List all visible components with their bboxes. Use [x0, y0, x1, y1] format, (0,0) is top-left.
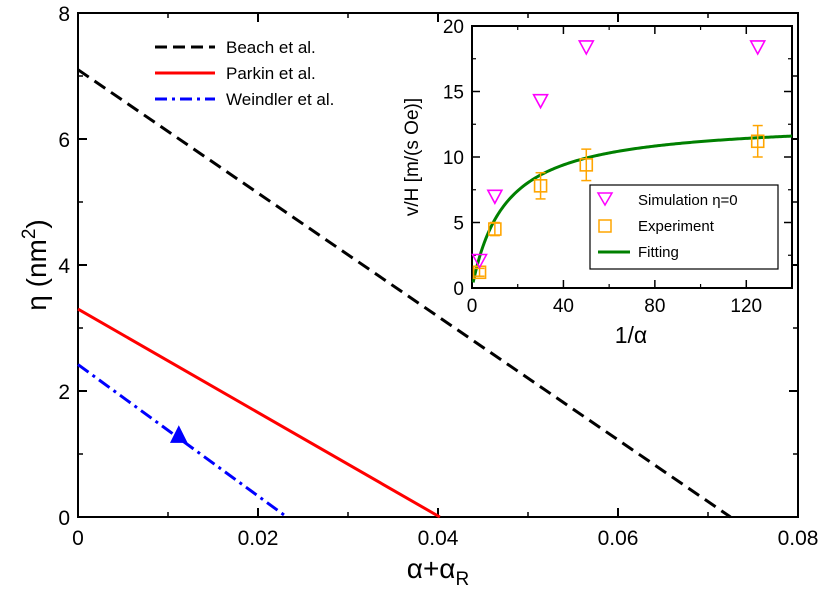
series-line-beach: [77, 68, 732, 519]
main-x-tick-label: 0.08: [778, 527, 819, 550]
main-x-axis-label-text: α+α: [407, 553, 456, 584]
inset-y-tick-label: 15: [443, 83, 464, 104]
main-legend: Beach et al. Parkin et al. Weindler et a…: [155, 38, 334, 109]
series-line-weindler: [77, 363, 288, 519]
main-y-axis-label: η (nm2): [19, 219, 52, 310]
inset-legend-swatch-experiment: [598, 219, 612, 233]
simulation-point: [532, 93, 549, 110]
simulation-point: [486, 189, 504, 205]
inset-legend: Simulation η=0 Experiment Fitting: [589, 184, 779, 270]
series-line-parkin: [77, 307, 441, 519]
main-x-axis-label-subscript: R: [456, 569, 470, 589]
inset-x-tick-label: 80: [644, 296, 665, 317]
main-x-tick-label: 0.04: [418, 527, 459, 550]
simulation-point: [749, 40, 767, 56]
inset-legend-swatch-simulation: [596, 192, 614, 207]
inset-y-tick-label: 5: [453, 214, 464, 235]
inset-y-tick-label: 10: [443, 148, 464, 169]
inset-legend-label-simulation: Simulation η=0: [638, 192, 738, 209]
inset-legend-label-experiment: Experiment: [638, 218, 715, 235]
main-y-tick-label: 8: [58, 3, 70, 26]
main-y-axis-label-close: ): [21, 219, 52, 228]
main-y-tick-label: 2: [58, 381, 70, 404]
inset-x-tick-label: 120: [730, 296, 762, 317]
main-y-axis-label-superscript: 2: [19, 229, 40, 240]
inset-x-tick-label: 0: [467, 296, 478, 317]
legend-label-weindler: Weindler et al.: [226, 90, 334, 109]
experiment-point: [750, 134, 765, 149]
inset-y-axis-label: v/H [m/(s Oe)]: [402, 98, 423, 216]
inset-legend-box: [589, 184, 779, 270]
inset-y-tick-label: 0: [453, 279, 464, 300]
experiment-point: [488, 222, 502, 236]
inset-y-tick-label: 20: [443, 17, 464, 38]
main-y-tick-label: 6: [58, 129, 70, 152]
main-y-tick-label: 4: [58, 255, 70, 278]
main-series-group: [77, 68, 732, 519]
experiment-point: [579, 158, 594, 172]
main-axis-ticks: 0 0.02 0.04 0.06 0.08 0 2 4 6 8: [58, 3, 818, 550]
legend-label-beach: Beach et al.: [226, 38, 316, 57]
inset-legend-label-fitting: Fitting: [638, 244, 679, 261]
experiment-point: [533, 179, 548, 193]
data-point-triangle: [169, 425, 188, 443]
main-y-axis-label-text: η (nm: [21, 239, 52, 311]
inset-series-group: [471, 40, 793, 283]
legend-label-parkin: Parkin et al.: [226, 64, 316, 83]
fitting-curve: [471, 134, 793, 283]
inset-x-axis-label: 1/α: [615, 322, 647, 348]
main-x-tick-label: 0.06: [598, 527, 639, 550]
simulation-point: [471, 253, 488, 270]
main-x-axis-label: α+αR: [407, 553, 469, 589]
simulation-point: [577, 40, 595, 56]
main-y-tick-label: 0: [58, 507, 70, 530]
inset-axis-ticks: 0 40 80 120 0 5 10 15 20: [443, 17, 792, 317]
main-x-tick-label: 0.02: [238, 527, 279, 550]
main-x-tick-label: 0: [72, 527, 84, 550]
inset-x-tick-label: 40: [553, 296, 574, 317]
